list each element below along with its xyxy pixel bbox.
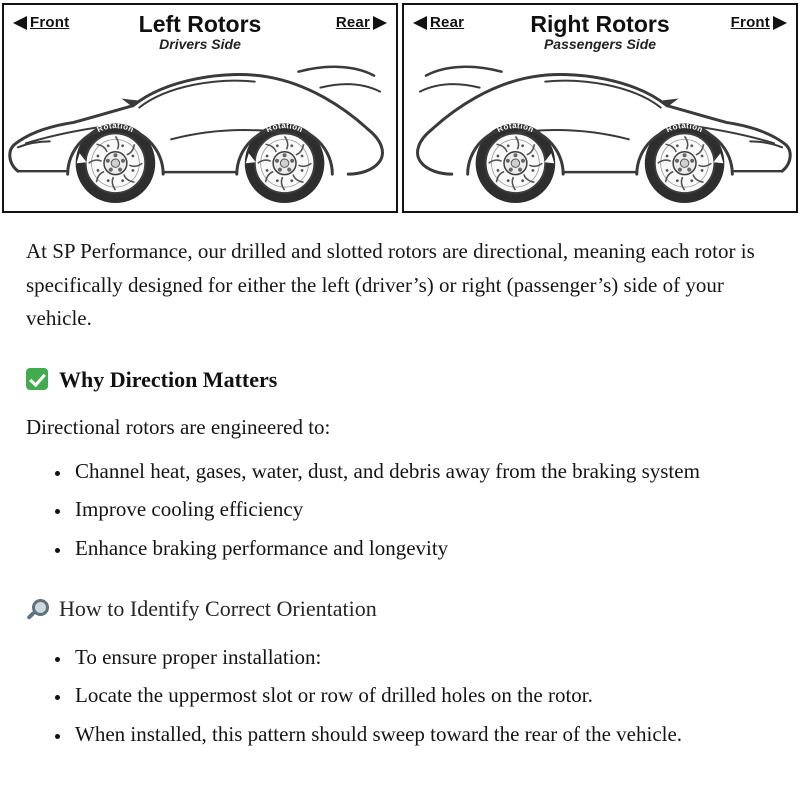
front-direction-label: Front <box>731 14 787 31</box>
panel-subtitle: Passengers Side <box>543 36 657 53</box>
rotor-direction-diagram: Front Left Rotors Drivers Side Rear R <box>0 0 800 213</box>
rotation-arrow-icon <box>713 153 724 164</box>
right-car-illustration: Rotation Rotation <box>416 65 792 205</box>
direction-text: Rear <box>430 14 465 31</box>
panel-title: Left Rotors <box>138 11 262 37</box>
page: Front Left Rotors Drivers Side Rear R <box>0 0 800 783</box>
rear-wheel-rotor: Rotation <box>245 121 316 195</box>
svg-text:Rotation: Rotation <box>496 121 536 134</box>
section-heading-why-direction-matters: Why Direction Matters <box>26 362 774 397</box>
rotation-label: Rotation <box>496 121 535 134</box>
right-panel-titles: Right Rotors Passengers Side <box>404 12 796 52</box>
rear-direction-label: Rear <box>336 14 387 31</box>
benefits-lead: Directional rotors are engineered to: <box>26 414 331 439</box>
rear-wheel-rotor: Rotation <box>484 121 555 195</box>
front-wheel-rotor: Rotation <box>76 121 147 195</box>
orientation-list: To ensure proper installation: Locate th… <box>26 641 774 752</box>
check-icon <box>26 368 48 391</box>
left-arrow-icon <box>413 15 427 30</box>
direction-text: Front <box>730 14 770 31</box>
left-panel-header: Front Left Rotors Drivers Side Rear <box>4 5 396 55</box>
right-arrow-icon <box>373 15 387 30</box>
list-item: Improve cooling efficiency <box>72 493 732 527</box>
list-item: When installed, this pattern should swee… <box>72 718 732 752</box>
rotation-arrow-icon <box>245 153 256 164</box>
rotation-label: Rotation <box>265 121 304 134</box>
list-item: Locate the uppermost slot or row of dril… <box>72 679 732 713</box>
rotation-label: Rotation <box>665 121 704 134</box>
panel-title: Right Rotors <box>530 11 670 37</box>
direction-text: Rear <box>335 14 370 31</box>
right-rotors-panel: Rear Right Rotors Passengers Side Front <box>402 3 798 213</box>
svg-text:Rotation: Rotation <box>665 121 705 134</box>
front-direction-label: Front <box>13 14 69 31</box>
right-panel-header: Rear Right Rotors Passengers Side Front <box>404 5 796 55</box>
rotation-label: Rotation <box>96 121 135 134</box>
search-icon <box>26 598 49 620</box>
intro-paragraph: At SP Performance, our drilled and slott… <box>26 239 755 331</box>
rotation-arrow-icon <box>76 153 87 164</box>
list-item: Enhance braking performance and longevit… <box>72 532 732 566</box>
panel-subtitle: Drivers Side <box>159 36 241 53</box>
right-arrow-icon <box>773 15 787 30</box>
left-arrow-icon <box>13 15 27 30</box>
left-panel-titles: Left Rotors Drivers Side <box>4 12 396 52</box>
svg-text:Rotation: Rotation <box>265 121 305 134</box>
left-car-illustration: Rotation Rotation <box>8 65 384 205</box>
svg-text:Rotation: Rotation <box>96 121 136 134</box>
front-wheel-rotor: Rotation <box>653 121 724 195</box>
heading-text: Why Direction Matters <box>59 366 278 392</box>
heading-text: How to Identify Correct Orientation <box>59 596 377 622</box>
section-heading-identify-orientation: How to Identify Correct Orientation <box>26 591 774 626</box>
left-rotors-panel: Front Left Rotors Drivers Side Rear R <box>2 3 398 213</box>
list-item: To ensure proper installation: <box>72 641 732 675</box>
rotation-arrow-icon <box>544 153 555 164</box>
rear-direction-label: Rear <box>413 14 464 31</box>
list-item: Channel heat, gases, water, dust, and de… <box>72 455 732 489</box>
benefits-list: Channel heat, gases, water, dust, and de… <box>26 455 774 566</box>
direction-text: Front <box>30 14 70 31</box>
article-body: At SP Performance, our drilled and slott… <box>0 213 800 783</box>
